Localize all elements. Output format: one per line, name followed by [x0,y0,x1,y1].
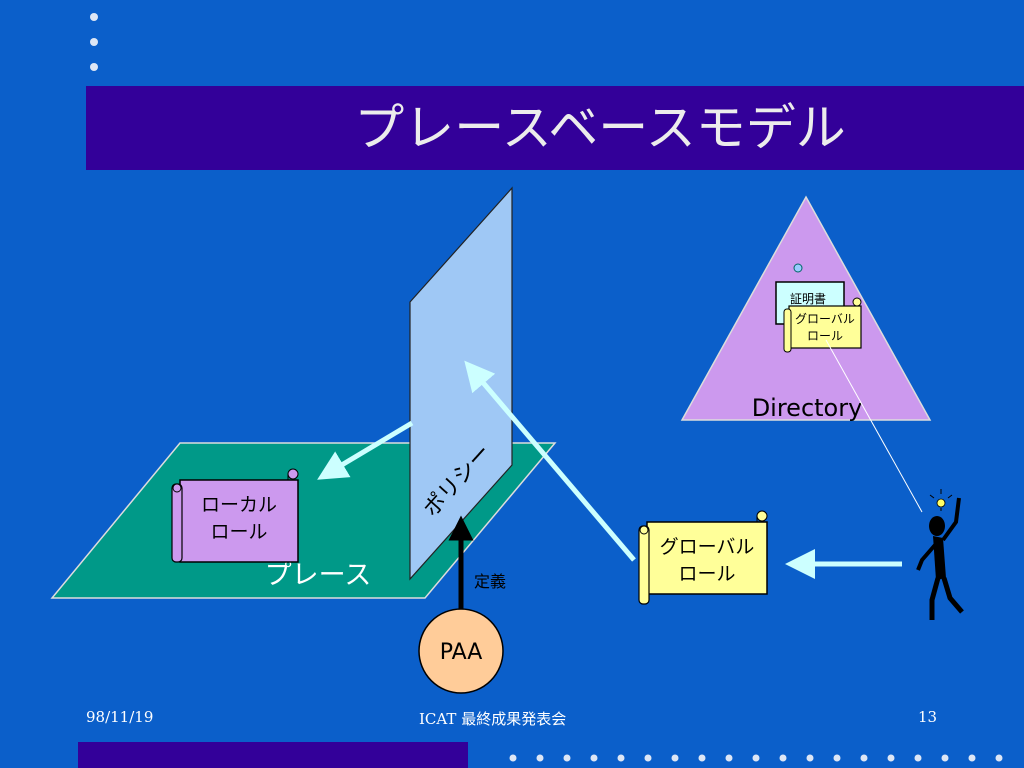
global-role-line-1: グローバル [660,536,755,558]
certificate-label: 証明書 [790,292,826,306]
bullet-dots-left [90,13,98,71]
local-role-line-1: ローカル [201,494,277,516]
cert-role-scroll [783,297,862,353]
cert-role-line-2: ロール [807,329,843,343]
page-number: 13 [918,708,938,726]
paa-label: PAA [440,640,483,665]
footer-date: 98/11/19 [86,708,154,726]
policy-panel [409,186,513,581]
local-role-scroll [171,468,299,563]
title-bar: プレースベースモデル [86,86,1024,170]
place-label: プレース [265,560,372,591]
global-role-line-2: ロール [678,563,735,585]
directory-label: Directory [752,394,863,422]
footer-center: ICAT 最終成果発表会 [419,710,567,728]
bullet-dots-bottom [509,754,1003,762]
page-title: プレースベースモデル [354,99,846,157]
local-role-line-2: ロール [210,521,267,543]
definition-label: 定義 [474,572,506,591]
cert-role-line-1: グローバル [795,312,855,326]
footer-bar [78,742,468,768]
global-role-scroll [638,510,768,605]
arrow-role-to-policy [464,360,636,562]
directory-node [793,263,803,273]
user-figure-icon [916,489,964,620]
lightbulb-icon [929,489,953,511]
certificate-link [825,339,923,513]
arrow-policy-to-place [317,420,414,480]
paa-circle [418,608,504,694]
